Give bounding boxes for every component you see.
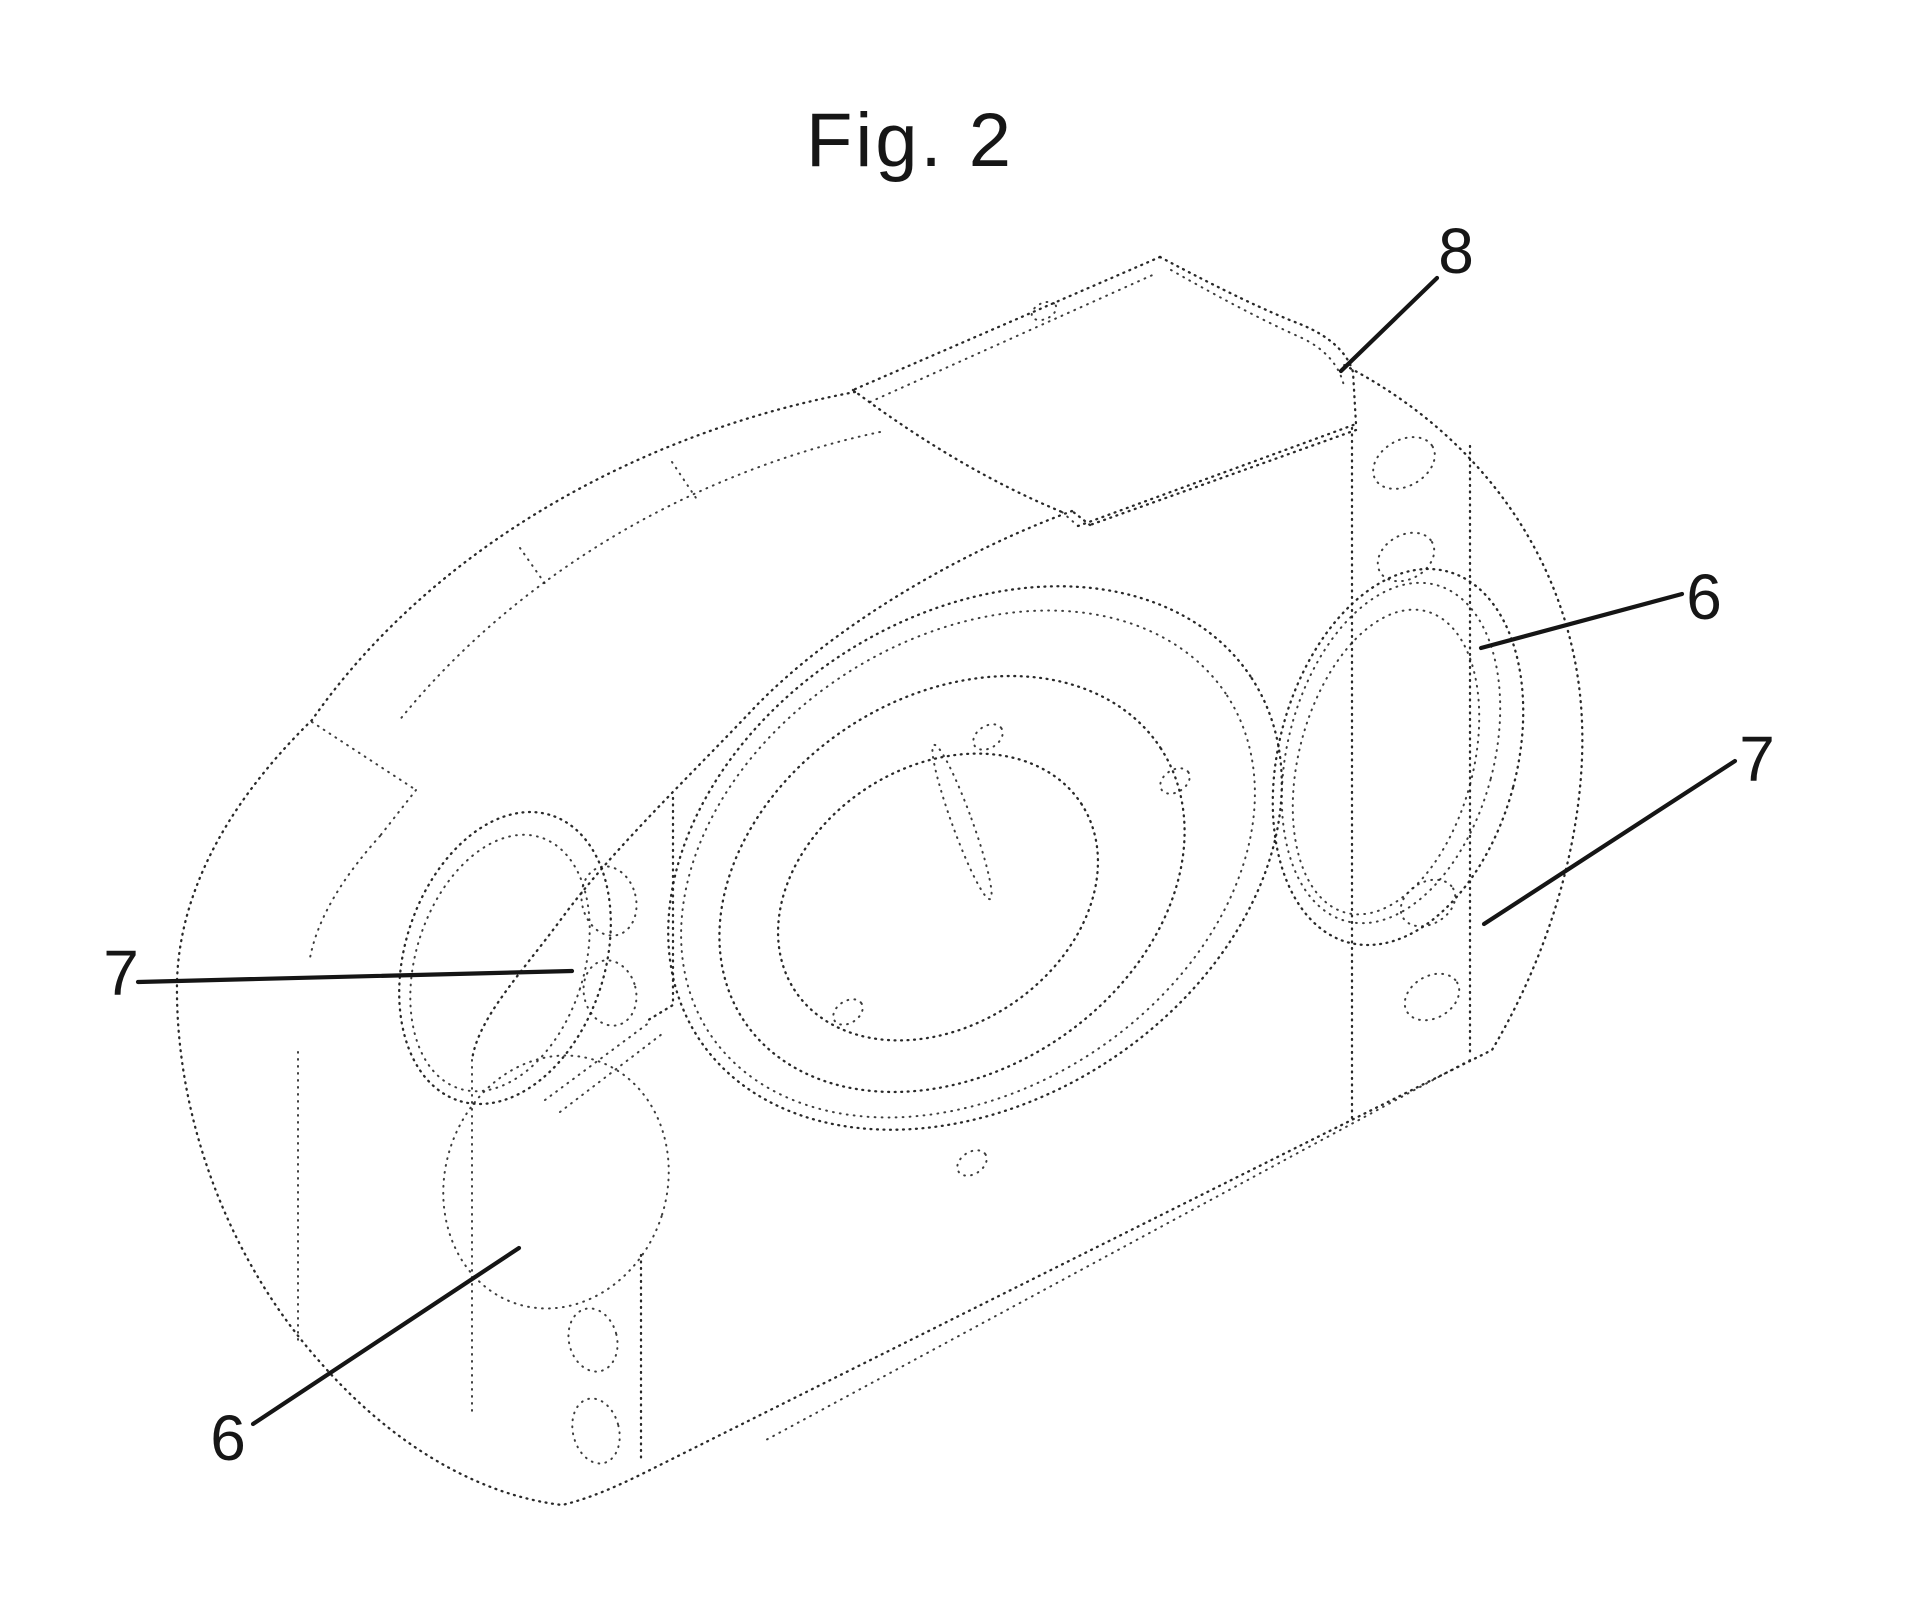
right-strip-hole-3 (1399, 878, 1457, 928)
front-bottom-edge (765, 1059, 1471, 1441)
housing-drawing (175, 255, 1584, 1507)
figure-title: Fig. 2 (806, 98, 1014, 183)
keyway-slot (931, 743, 993, 901)
top-face-front-left-edge (851, 388, 1064, 514)
flange-bolt-hole-e (1159, 767, 1191, 795)
left-strip-hole-1 (580, 865, 638, 937)
right-strip-hole-4 (1403, 972, 1461, 1022)
leader-line-7-right (1481, 758, 1738, 927)
flange-bolt-hole-ne (972, 723, 1004, 751)
boss-rim-ellipse (680, 609, 1256, 1119)
top-face-front-right-edge (1076, 422, 1358, 528)
top-face-right-edge (1158, 255, 1358, 426)
lobe-wedge-notch (311, 721, 417, 837)
rim-notch-1 (519, 547, 547, 586)
right-bore-inner (1291, 608, 1481, 916)
reference-labels: 8 6 7 7 6 (103, 215, 1775, 1474)
central-flange (667, 585, 1283, 1177)
leader-line-6-lower-left (250, 1245, 522, 1427)
rim-notch-2 (671, 461, 697, 499)
ref-label-7-right: 7 (1739, 723, 1775, 795)
top-face-left-rim (869, 272, 1158, 403)
left-boss-ellipse (442, 1054, 670, 1310)
bolt-strip-left (567, 796, 675, 1465)
right-strip-hole-1 (1372, 436, 1436, 490)
ref-label-7-left: 7 (103, 937, 139, 1009)
boss-outer-ellipse (667, 585, 1283, 1131)
leader-line-8 (1338, 275, 1440, 374)
ref-label-8: 8 (1438, 215, 1474, 287)
left-bore-inner (409, 833, 591, 1093)
flange-bolt-hole-sw (832, 998, 864, 1026)
left-strip-hole-2 (582, 959, 638, 1027)
leader-line-6-upper-right (1478, 591, 1685, 651)
leader-line-7-left (135, 968, 575, 985)
bore-left (398, 810, 670, 1310)
bore-right (1271, 567, 1525, 947)
top-face-left-edge (851, 255, 1162, 392)
lobe-inner-arc (309, 835, 381, 959)
top-face-right-rim (1170, 269, 1345, 387)
left-boss-chamfer-1 (544, 1021, 651, 1101)
left-bore-outer (398, 810, 612, 1106)
bolt-strip-right (1350, 426, 1472, 1120)
bore-inner-ellipse (776, 752, 1100, 1042)
left-strip-hole-4 (571, 1397, 621, 1465)
right-bore-outer (1271, 567, 1525, 947)
outer-silhouette (175, 362, 1584, 1507)
right-bore-rim (1280, 581, 1502, 925)
top-face-hole (1030, 300, 1058, 322)
front-top-edge (470, 428, 1358, 1062)
leader-lines (135, 275, 1738, 1427)
flange-ellipse (718, 674, 1186, 1094)
left-strip-right-edge-upper (643, 796, 675, 1024)
left-shoulder-rim (397, 431, 881, 723)
left-strip-hole-3 (567, 1307, 619, 1373)
left-boss-chamfer-2 (559, 1033, 663, 1113)
flange-bolt-hole-s (956, 1149, 988, 1177)
right-strip-hole-2 (1376, 531, 1436, 583)
ref-label-6-lower-left: 6 (210, 1402, 246, 1474)
ref-label-6-upper-right: 6 (1686, 561, 1722, 633)
